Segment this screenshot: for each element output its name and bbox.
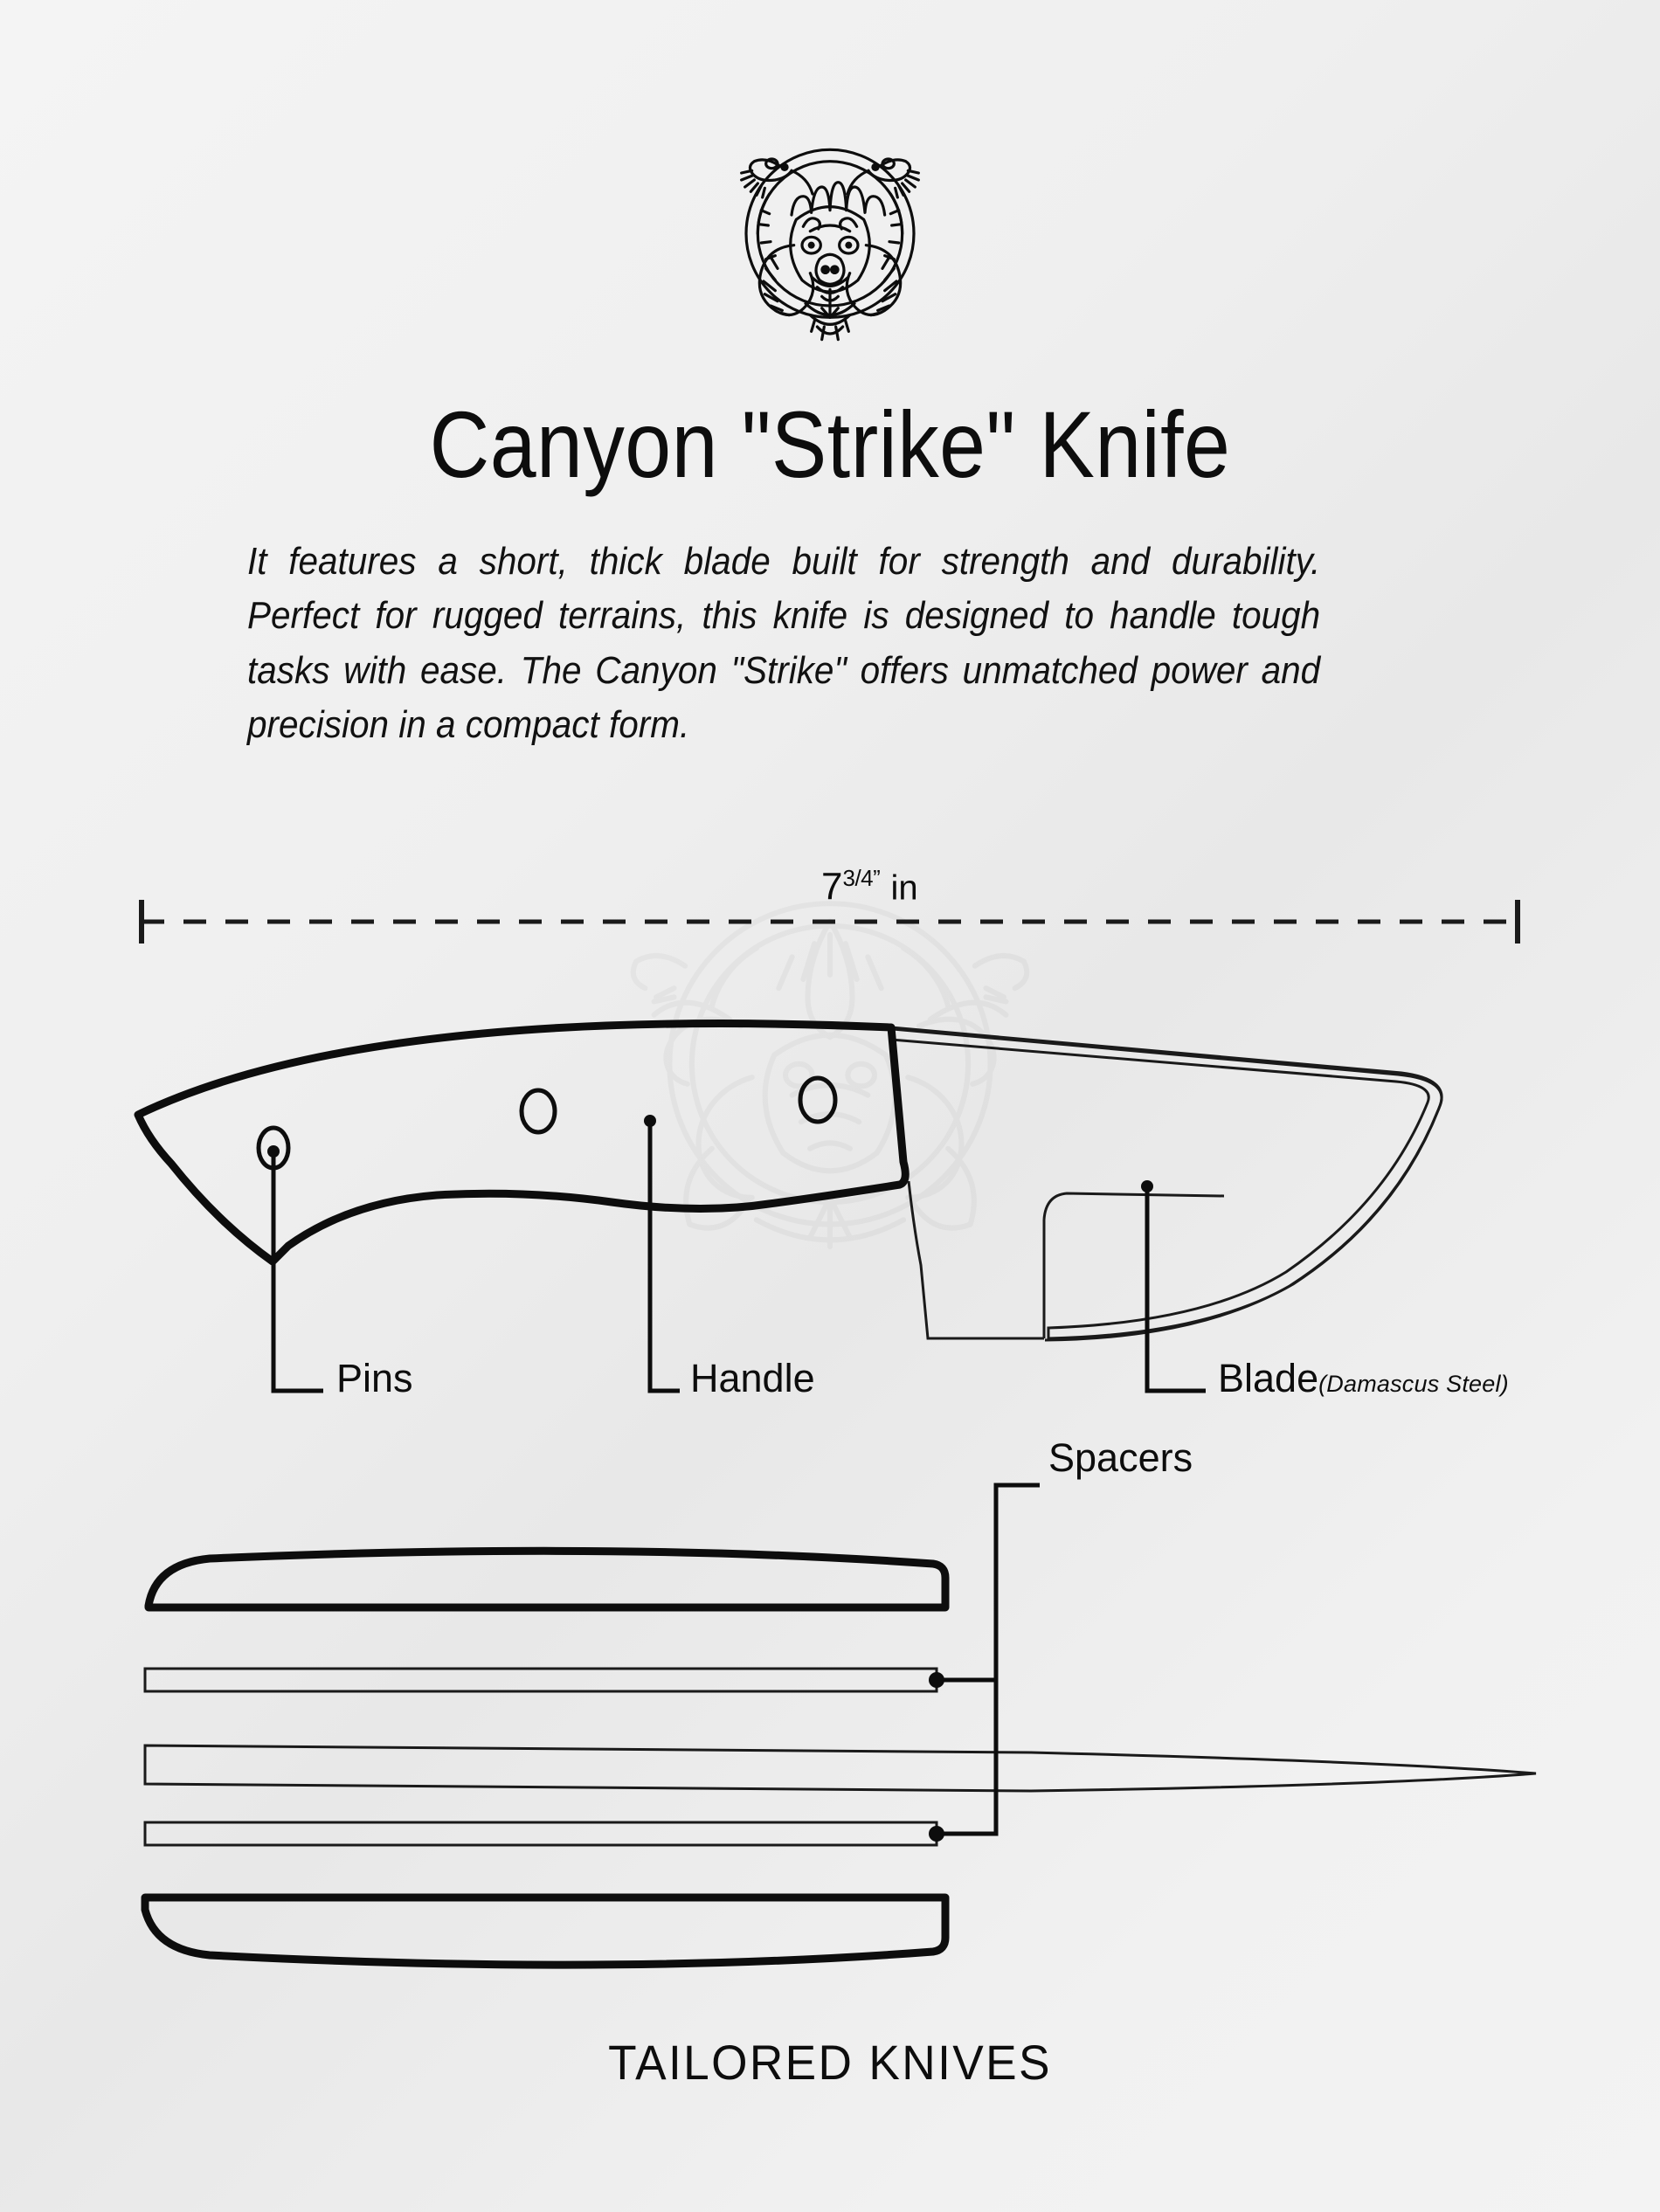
dimension-label: 73/4” in	[821, 865, 918, 909]
callout-label-blade: Blade(Damascus Steel)	[1218, 1356, 1509, 1401]
callout-blade-material: (Damascus Steel)	[1318, 1371, 1509, 1397]
brand-footer: TAILORED KNIVES	[608, 2035, 1052, 2090]
callout-label-handle: Handle	[690, 1356, 815, 1400]
exploded-parts-view	[141, 1483, 1537, 1969]
product-description: It features a short, thick blade built f…	[247, 540, 1321, 747]
assembled-knife-view	[134, 1020, 1443, 1393]
watermark-logo-icon	[630, 901, 1030, 1250]
callout-blade-text: Blade	[1218, 1356, 1319, 1400]
dimension-fraction: 3/4”	[842, 865, 881, 891]
page-title: Canyon "Strike" Knife	[429, 391, 1231, 497]
callout-label-pins: Pins	[336, 1356, 413, 1400]
dimension-whole: 7	[821, 865, 843, 909]
callout-label-spacers: Spacers	[1048, 1435, 1193, 1480]
ram-crest-logo-icon	[740, 148, 920, 342]
brand-logo	[0, 103, 1660, 348]
dimension-unit: in	[890, 868, 918, 908]
